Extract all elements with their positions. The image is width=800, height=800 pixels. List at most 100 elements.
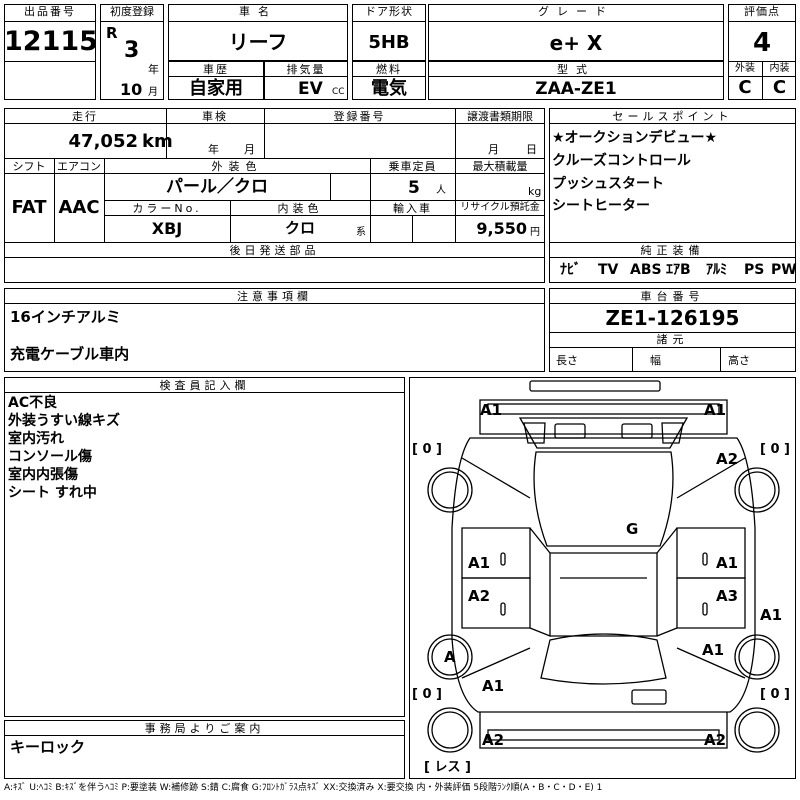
mark-left-rear-fender: A1 [482,677,504,695]
score-label: 評価点 [744,5,780,18]
door-type: 5HB [368,32,410,53]
bracket-top-right: [ 0 ] [760,442,790,457]
mark-front-left: A1 [480,401,502,419]
office-notes-box [4,720,405,779]
width-label: 幅 [650,354,661,367]
car-diagram-box: [ 0 ] [ 0 ] [ 0 ] [ 0 ] [ レス ] A1 A1 A2 … [409,377,796,779]
model-code: ZAA-ZE1 [535,79,617,99]
color-no-label: カラーNo. [132,202,202,215]
office-note-1: キーロック [10,738,86,756]
mark-left-rear-wheel: A [444,648,456,666]
month-unit: 月 [148,87,158,98]
car-diagram: [ 0 ] [ 0 ] [ 0 ] [ 0 ] [ レス ] A1 A1 A2 … [412,380,790,775]
inspector-notes-box [4,377,405,717]
mileage-unit: km [142,131,173,152]
chassis-box [549,288,796,372]
interior-score: C [772,77,787,98]
history-box [168,61,264,100]
equipment-tv: TV [598,262,619,278]
first-registration-box [100,4,164,100]
length-label: 長さ [556,354,578,367]
mark-rear-right: A2 [704,731,726,749]
mark-front-right: A1 [704,401,726,419]
equipment-pw: PW [771,262,797,278]
equipment-alloy: ｱﾙﾐ [706,262,727,278]
fuel-label: 燃料 [376,63,402,76]
sales-point-4: シートヒーター [552,198,650,214]
fuel: 電気 [371,78,407,99]
later-parts-label: 後日発送部品 [229,244,320,257]
lot-number-label: 出品番号 [24,5,76,18]
transfer-deadline-label: 譲渡書類期限 [467,110,533,123]
car-name-label: 車名 [239,5,277,18]
notes-label: 注意事項欄 [237,290,312,303]
history: 自家用 [189,78,243,99]
registration-number-label: 登録番号 [333,110,386,123]
registration-month: 10 [120,80,143,99]
inspector-note-2: 外装うすい線キズ [8,413,120,429]
mark-right-side: A1 [760,606,782,624]
displacement-label: 排気量 [286,63,326,76]
aircon: AAC [58,197,100,218]
person-unit: 人 [436,185,446,196]
sales-point-3: プッシュスタート [552,176,664,192]
equipment-ps: PS [744,262,765,278]
model-code-label: 型式 [557,63,595,76]
sales-point-1: ★オークションデビュー★ [552,130,718,146]
mileage-label: 走行 [72,110,98,123]
mark-right-rear-fender: A1 [702,641,724,659]
exterior-label: 外装 [735,63,755,74]
interior-color: クロ [284,219,315,237]
capacity-label: 乗車定員 [388,160,437,173]
recycle-fee-label: リサイクル預託金 [460,202,540,213]
chassis-number: ZE1-126195 [605,306,740,330]
inspector-note-1: AC不良 [8,395,58,411]
sales-point-2: クルーズコントロール [552,153,691,169]
displacement: EV [298,79,323,99]
inspection-month-unit: 月 [244,143,255,156]
interior-color-label: 内装色 [277,202,323,215]
model-code-box [428,61,724,100]
cc-unit: CC [332,87,345,97]
lot-number-box [4,4,96,100]
inspector-note-3: 室内汚れ [8,431,64,447]
bracket-bottom-left: [ 0 ] [412,687,442,702]
fuel-box [352,61,426,100]
mark-right-front-door: A1 [716,554,738,572]
lot-number: 12115 [4,26,98,57]
mark-front-right-fender: A2 [716,450,738,468]
kg-unit: kg [528,185,542,198]
door-type-box [352,4,426,61]
note-2: 充電ケーブル車内 [10,345,130,363]
transfer-day-unit: 日 [526,143,537,156]
mark-left-rear-door: A2 [468,587,490,605]
vehicle-info-box [4,108,545,283]
equipment-navi: ﾅﾋﾞ [560,262,581,278]
inspector-note-4: コンソール傷 [8,449,92,465]
inspector-note-6: シート すれ中 [8,485,97,501]
chassis-number-label: 車台番号 [640,290,705,303]
kei-unit: 系 [356,227,366,238]
score: 4 [752,28,772,58]
recycle-fee: 9,550 [476,219,527,238]
notes-box [4,288,545,372]
transfer-month-unit: 月 [488,143,499,156]
car-name: リーフ [228,30,288,54]
shift: FAT [11,197,47,218]
registration-year: 3 [124,38,140,63]
height-label: 高さ [728,354,750,367]
year-unit: 年 [148,63,159,76]
door-type-label: ドア形状 [365,5,413,18]
yen-unit: 円 [530,227,540,238]
genuine-equipment-label: 純正装備 [640,244,705,257]
equipment-airbag: ｴｱB [666,262,691,278]
mark-right-rear-door: A3 [716,587,738,605]
interior-label: 内装 [769,63,790,74]
mark-rear-left: A2 [482,731,504,749]
first-registration-label: 初度登録 [110,5,154,18]
displacement-box [264,61,348,100]
inspection-label: 車検 [202,110,228,123]
office-notes-label: 事務局よりご案内 [144,722,265,735]
grade: e+ X [549,31,603,55]
bracket-top-left: [ 0 ] [412,442,442,457]
